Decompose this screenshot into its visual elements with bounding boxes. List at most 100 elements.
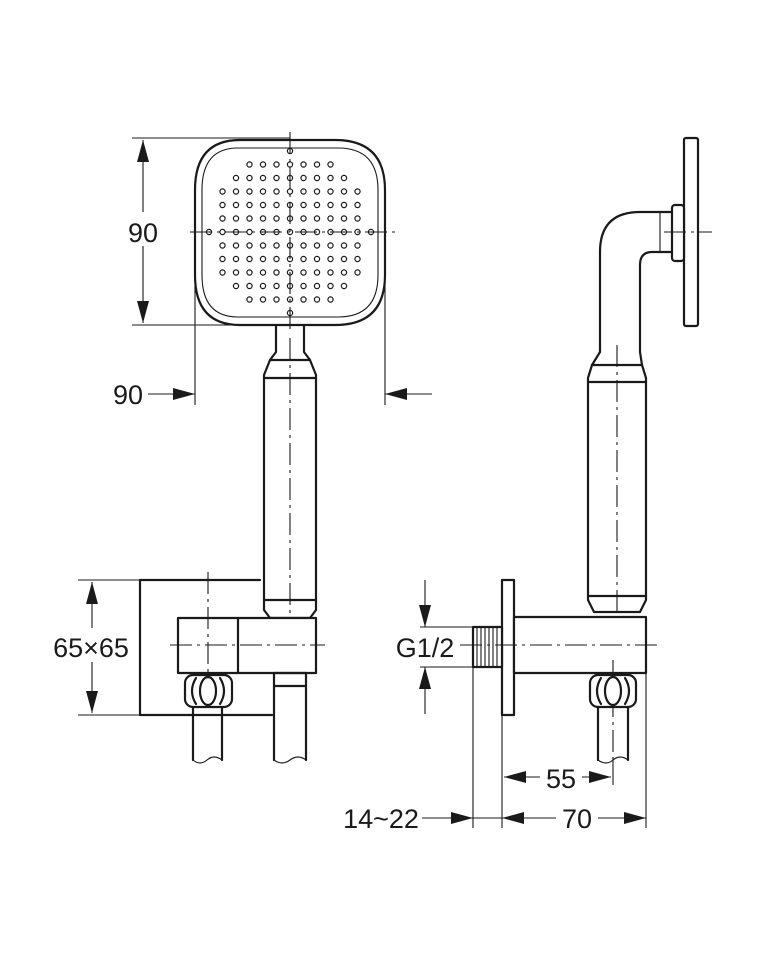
nozzle-dot (259, 282, 267, 290)
dim-projection (422, 802, 646, 834)
nozzle-dot (246, 161, 253, 168)
nozzle-dot (327, 161, 334, 168)
nozzle-dot (300, 215, 307, 222)
dim-label-wall-thickness: 14~22 (343, 804, 419, 834)
nozzle-dot (232, 282, 240, 290)
nozzle-dot (340, 282, 348, 290)
nozzle-dot (327, 269, 334, 276)
nozzle-dot (219, 242, 226, 249)
nozzle-dot (219, 188, 226, 195)
hand-shower-handle (262, 323, 318, 640)
nozzle-dot (273, 161, 280, 168)
nozzle-dot (313, 161, 321, 168)
nozzle-dot (313, 269, 321, 276)
nozzle-dot (340, 269, 348, 276)
nozzle-dot (327, 188, 334, 195)
nozzle-dot (340, 188, 348, 195)
nozzle-dot (273, 174, 280, 182)
nozzle-dot (219, 255, 226, 263)
nozzle-dot (246, 242, 253, 249)
nozzle-dot (286, 296, 294, 303)
nozzle-dot (354, 255, 361, 263)
nozzle-dot (354, 215, 361, 222)
nozzle-dot (219, 201, 226, 209)
nozzle-dot (259, 161, 267, 168)
nozzle-dot (246, 174, 253, 182)
dim-label-head-width: 90 (113, 380, 143, 410)
dim-bracket-size (54, 579, 140, 716)
nozzle-dot (273, 255, 280, 263)
nozzle-dot (354, 269, 361, 276)
nozzle-dot (273, 201, 280, 209)
nozzle-dot (259, 201, 267, 209)
nozzle-dot (340, 242, 348, 249)
nozzle-dot (327, 296, 334, 303)
nozzle-dot (300, 174, 307, 182)
dim-head-width (148, 275, 432, 405)
nozzle-dot (273, 269, 280, 276)
nozzle-dot (246, 201, 253, 209)
nozzle-dot (354, 228, 361, 236)
nozzle-dot (313, 282, 321, 290)
nozzle-dot (313, 242, 321, 249)
nozzle-dot (354, 242, 361, 249)
nozzle-dot (300, 269, 307, 276)
dim-head-height (124, 137, 290, 326)
nozzle-dot (232, 174, 240, 182)
nozzle-dot (300, 161, 307, 168)
dim-label-wall-to-outlet: 55 (546, 764, 576, 794)
nozzle-dot (300, 188, 307, 195)
nozzle-dot (246, 269, 253, 276)
nozzle-dot (273, 215, 280, 222)
dim-label-bracket-size: 65×65 (53, 633, 129, 663)
nozzle-dot (273, 282, 280, 290)
nozzle-dot (259, 296, 267, 303)
nozzle-dot (273, 188, 280, 195)
nozzle-dot (300, 201, 307, 209)
nozzle-dot (259, 255, 267, 263)
nozzle-dot (246, 215, 253, 222)
shower-head (190, 132, 398, 330)
nozzle-dot (327, 255, 334, 263)
nozzle-dot (273, 242, 280, 249)
nozzle-dot (232, 255, 240, 263)
nozzle-dot (313, 174, 321, 182)
nozzle-dot (232, 188, 240, 195)
nozzle-dot (259, 269, 267, 276)
nozzle-dot (259, 242, 267, 249)
dim-label-projection: 70 (562, 804, 592, 834)
nozzle-dot (300, 242, 307, 249)
nozzle-dot (219, 215, 226, 222)
nozzle-dot (259, 174, 267, 182)
nozzle-dot (232, 269, 240, 276)
nozzle-dot (259, 215, 267, 222)
dim-label-head-height: 90 (128, 218, 158, 248)
nozzle-dot (327, 174, 334, 182)
wall-outlet-side (460, 578, 660, 764)
nozzle-dot (232, 242, 240, 249)
nozzle-dot (340, 215, 348, 222)
nozzle-dot (313, 188, 321, 195)
nozzle-dot (273, 296, 280, 303)
handle-side (586, 345, 648, 620)
nozzle-dot (259, 188, 267, 195)
nozzle-dot (300, 296, 307, 303)
nozzle-dot (246, 188, 253, 195)
nozzle-dot (313, 201, 321, 209)
nozzle-dot (313, 255, 321, 263)
nozzle-dot (313, 296, 321, 303)
curved-neck (598, 210, 674, 354)
nozzle-dot (232, 201, 240, 209)
nozzle-dot (354, 201, 361, 209)
nozzle-dot (232, 215, 240, 222)
dim-label-thread: G1/2 (396, 633, 455, 663)
shower-head-side (664, 136, 712, 328)
nozzle-dot (340, 255, 348, 263)
nozzle-dot (327, 282, 334, 290)
nozzle-dot (340, 201, 348, 209)
wall-bracket (138, 572, 325, 764)
nozzle-dot (327, 215, 334, 222)
nozzle-dot (327, 201, 334, 209)
nozzle-dot (354, 188, 361, 195)
